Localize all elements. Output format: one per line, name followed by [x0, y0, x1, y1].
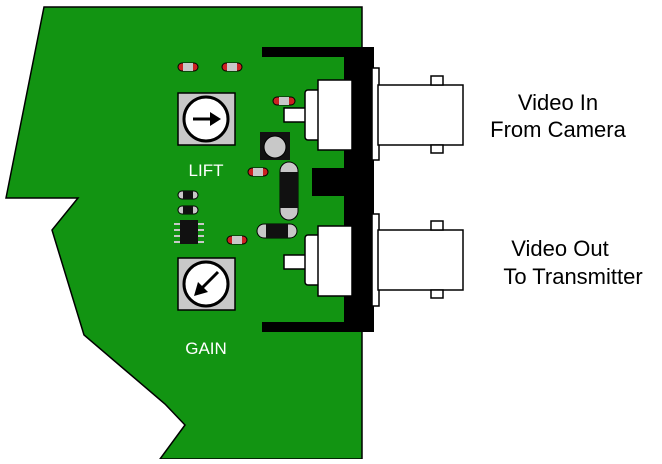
- lift-label: LIFT: [189, 161, 224, 180]
- ic-chip: [174, 220, 204, 244]
- from-camera-label: From Camera: [490, 117, 626, 142]
- mounting-bracket: [262, 47, 374, 332]
- bnc-connector-icon: [283, 67, 464, 161]
- gain-potentiometer: [177, 257, 236, 311]
- diode: [279, 161, 299, 221]
- resistor-r5: [226, 235, 248, 245]
- bnc-connector-icon: [283, 213, 464, 307]
- horizontal-component: [256, 223, 298, 239]
- video-out-label: Video Out: [511, 236, 608, 261]
- arrow-down-left-icon: [194, 270, 220, 296]
- resistor-r2: [221, 62, 243, 72]
- resistor-r4: [247, 167, 269, 177]
- to-transmitter-label: To Transmitter: [503, 264, 642, 289]
- resistor-r3: [272, 96, 296, 106]
- resistor-r6: [177, 190, 199, 200]
- video-in-label: Video In: [518, 90, 598, 115]
- gain-label: GAIN: [185, 339, 227, 358]
- arrow-right-icon: [193, 112, 221, 126]
- resistor-r1: [177, 62, 199, 72]
- lift-potentiometer: [177, 92, 236, 146]
- capacitor: [260, 132, 290, 160]
- resistor-r7: [177, 205, 199, 215]
